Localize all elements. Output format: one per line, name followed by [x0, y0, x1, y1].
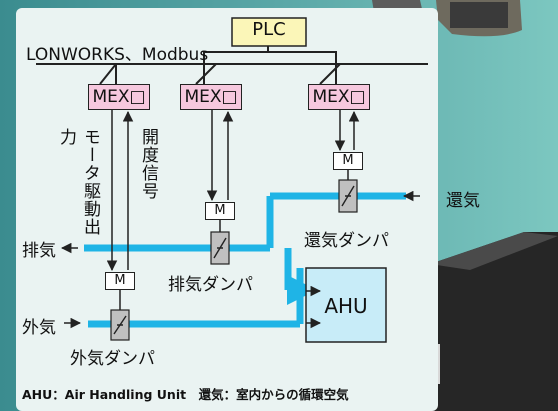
ahu-label: AHU [324, 294, 368, 318]
plc-link [115, 44, 337, 84]
outside-damper-label: 外気ダンパ [70, 349, 155, 369]
ahu-box [305, 267, 387, 343]
mex-box-1: MEX□ [88, 84, 150, 110]
exhaust-damper-label: 排気ダンパ [168, 275, 253, 295]
opening-signal-label: 開度信号 [138, 128, 158, 200]
motor-box-2: M [205, 202, 235, 220]
motor-box-3: M [333, 152, 363, 170]
mex-box-3: MEX□ [308, 84, 370, 110]
product-photo-device [430, 232, 558, 411]
outside-air-damper [110, 309, 130, 341]
motor-box-1: M [105, 272, 135, 290]
mex-box-2: MEX□ [180, 84, 242, 110]
outside-air-label: 外気 [22, 318, 56, 338]
exhaust-damper [210, 231, 230, 265]
plc-box [231, 17, 307, 47]
return-air-damper [338, 179, 358, 213]
return-damper-label: 還気ダンパ [304, 231, 389, 251]
network-label: LONWORKS、Modbus [26, 45, 209, 65]
footnote: AHU：Air Handling Unit 還気：室内からの循環空気 [22, 387, 349, 402]
plc-label: PLC [252, 19, 286, 40]
return-air-label: 還気 [446, 191, 480, 211]
exhaust-air-label: 排気 [22, 241, 56, 261]
bus-connector [99, 63, 341, 85]
motor-drive-output-label: モータ駆動出力 [56, 128, 100, 236]
